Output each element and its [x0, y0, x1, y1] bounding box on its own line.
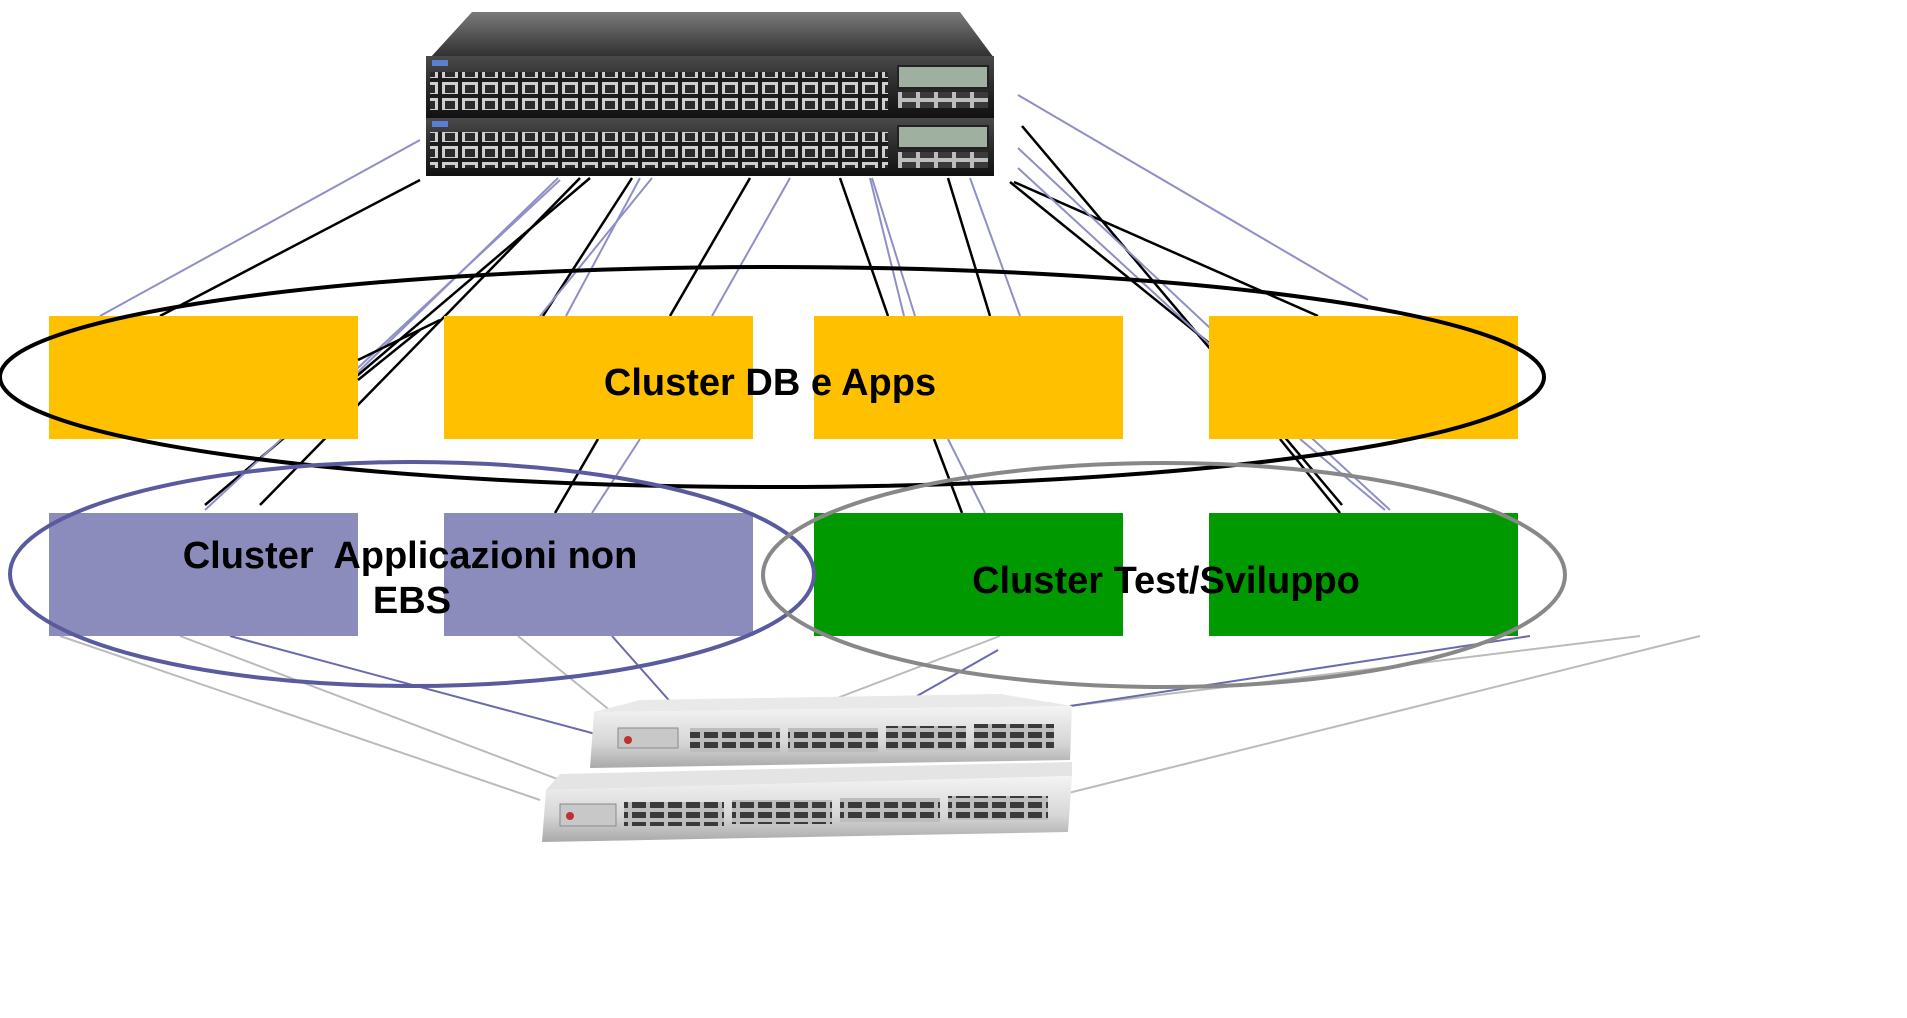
- san-link-grey: [831, 635, 1001, 701]
- lan-link-black: [553, 438, 600, 514]
- lan-link-blue: [565, 177, 641, 317]
- san-link-blue: [229, 635, 619, 741]
- san-link-grey: [517, 635, 613, 713]
- lan-links: [99, 94, 1391, 514]
- san-link-blue: [909, 649, 999, 701]
- db-apps-server-box-1: [49, 316, 358, 439]
- san-link-blue: [1069, 635, 1531, 707]
- db-apps-server-box-4: [1209, 316, 1518, 439]
- cluster-test-ellipse: [761, 461, 1567, 689]
- lan-link-blue: [539, 177, 653, 317]
- front-links: [357, 318, 441, 381]
- lan-link-blue: [711, 177, 791, 317]
- san-link-grey: [179, 635, 561, 781]
- lan-link-blue: [969, 177, 1021, 317]
- san-links: [59, 635, 1701, 811]
- lan-link-blue: [204, 179, 561, 511]
- fc-switch-1: [590, 694, 1072, 768]
- cluster-non-ebs-label-line2: EBS: [373, 580, 451, 622]
- db-apps-server-box-3: [814, 316, 1123, 439]
- lan-link-black: [1279, 438, 1341, 514]
- lan-link-blue: [1017, 147, 1211, 329]
- lan-link-black: [932, 438, 964, 514]
- lan-link-blue: [869, 177, 905, 317]
- non-ebs-server-box-2: [444, 513, 753, 636]
- lan-link-black: [159, 178, 421, 318]
- lan-link-blue: [871, 177, 916, 317]
- cluster-non-ebs-label-line1: Cluster Applicazioni non: [183, 535, 638, 577]
- db-apps-server-box-2: [444, 316, 753, 439]
- lan-link-black: [357, 318, 441, 362]
- lan-link-blue: [1017, 94, 1369, 301]
- san-link-grey: [1069, 635, 1641, 707]
- cluster-non-ebs-ellipse: [8, 460, 816, 688]
- cluster-db-apps-label: Cluster DB e Apps: [604, 362, 936, 404]
- lan-link-black: [946, 177, 992, 317]
- non-ebs-server-box-1: [49, 513, 358, 636]
- lan-link-blue: [99, 139, 421, 317]
- lan-link-black: [838, 177, 890, 317]
- ethernet-switch-stack: [426, 12, 994, 176]
- san-link-grey: [59, 635, 541, 801]
- test-server-box-1: [814, 513, 1123, 636]
- san-link-grey: [999, 635, 1701, 811]
- lan-link-black: [1021, 125, 1343, 506]
- fibre-channel-switch-stack: [542, 694, 1072, 842]
- fc-switch-2: [542, 762, 1072, 842]
- ethernet-switch-1: [426, 12, 994, 118]
- test-server-box-2: [1209, 513, 1518, 636]
- cluster-db-apps-ellipse: [0, 265, 1546, 489]
- lan-link-black: [357, 329, 421, 381]
- lan-link-black: [259, 177, 581, 506]
- ethernet-switch-2: [426, 118, 994, 176]
- lan-link-black: [668, 177, 752, 317]
- cluster-test-label: Cluster Test/Sviluppo: [972, 560, 1360, 602]
